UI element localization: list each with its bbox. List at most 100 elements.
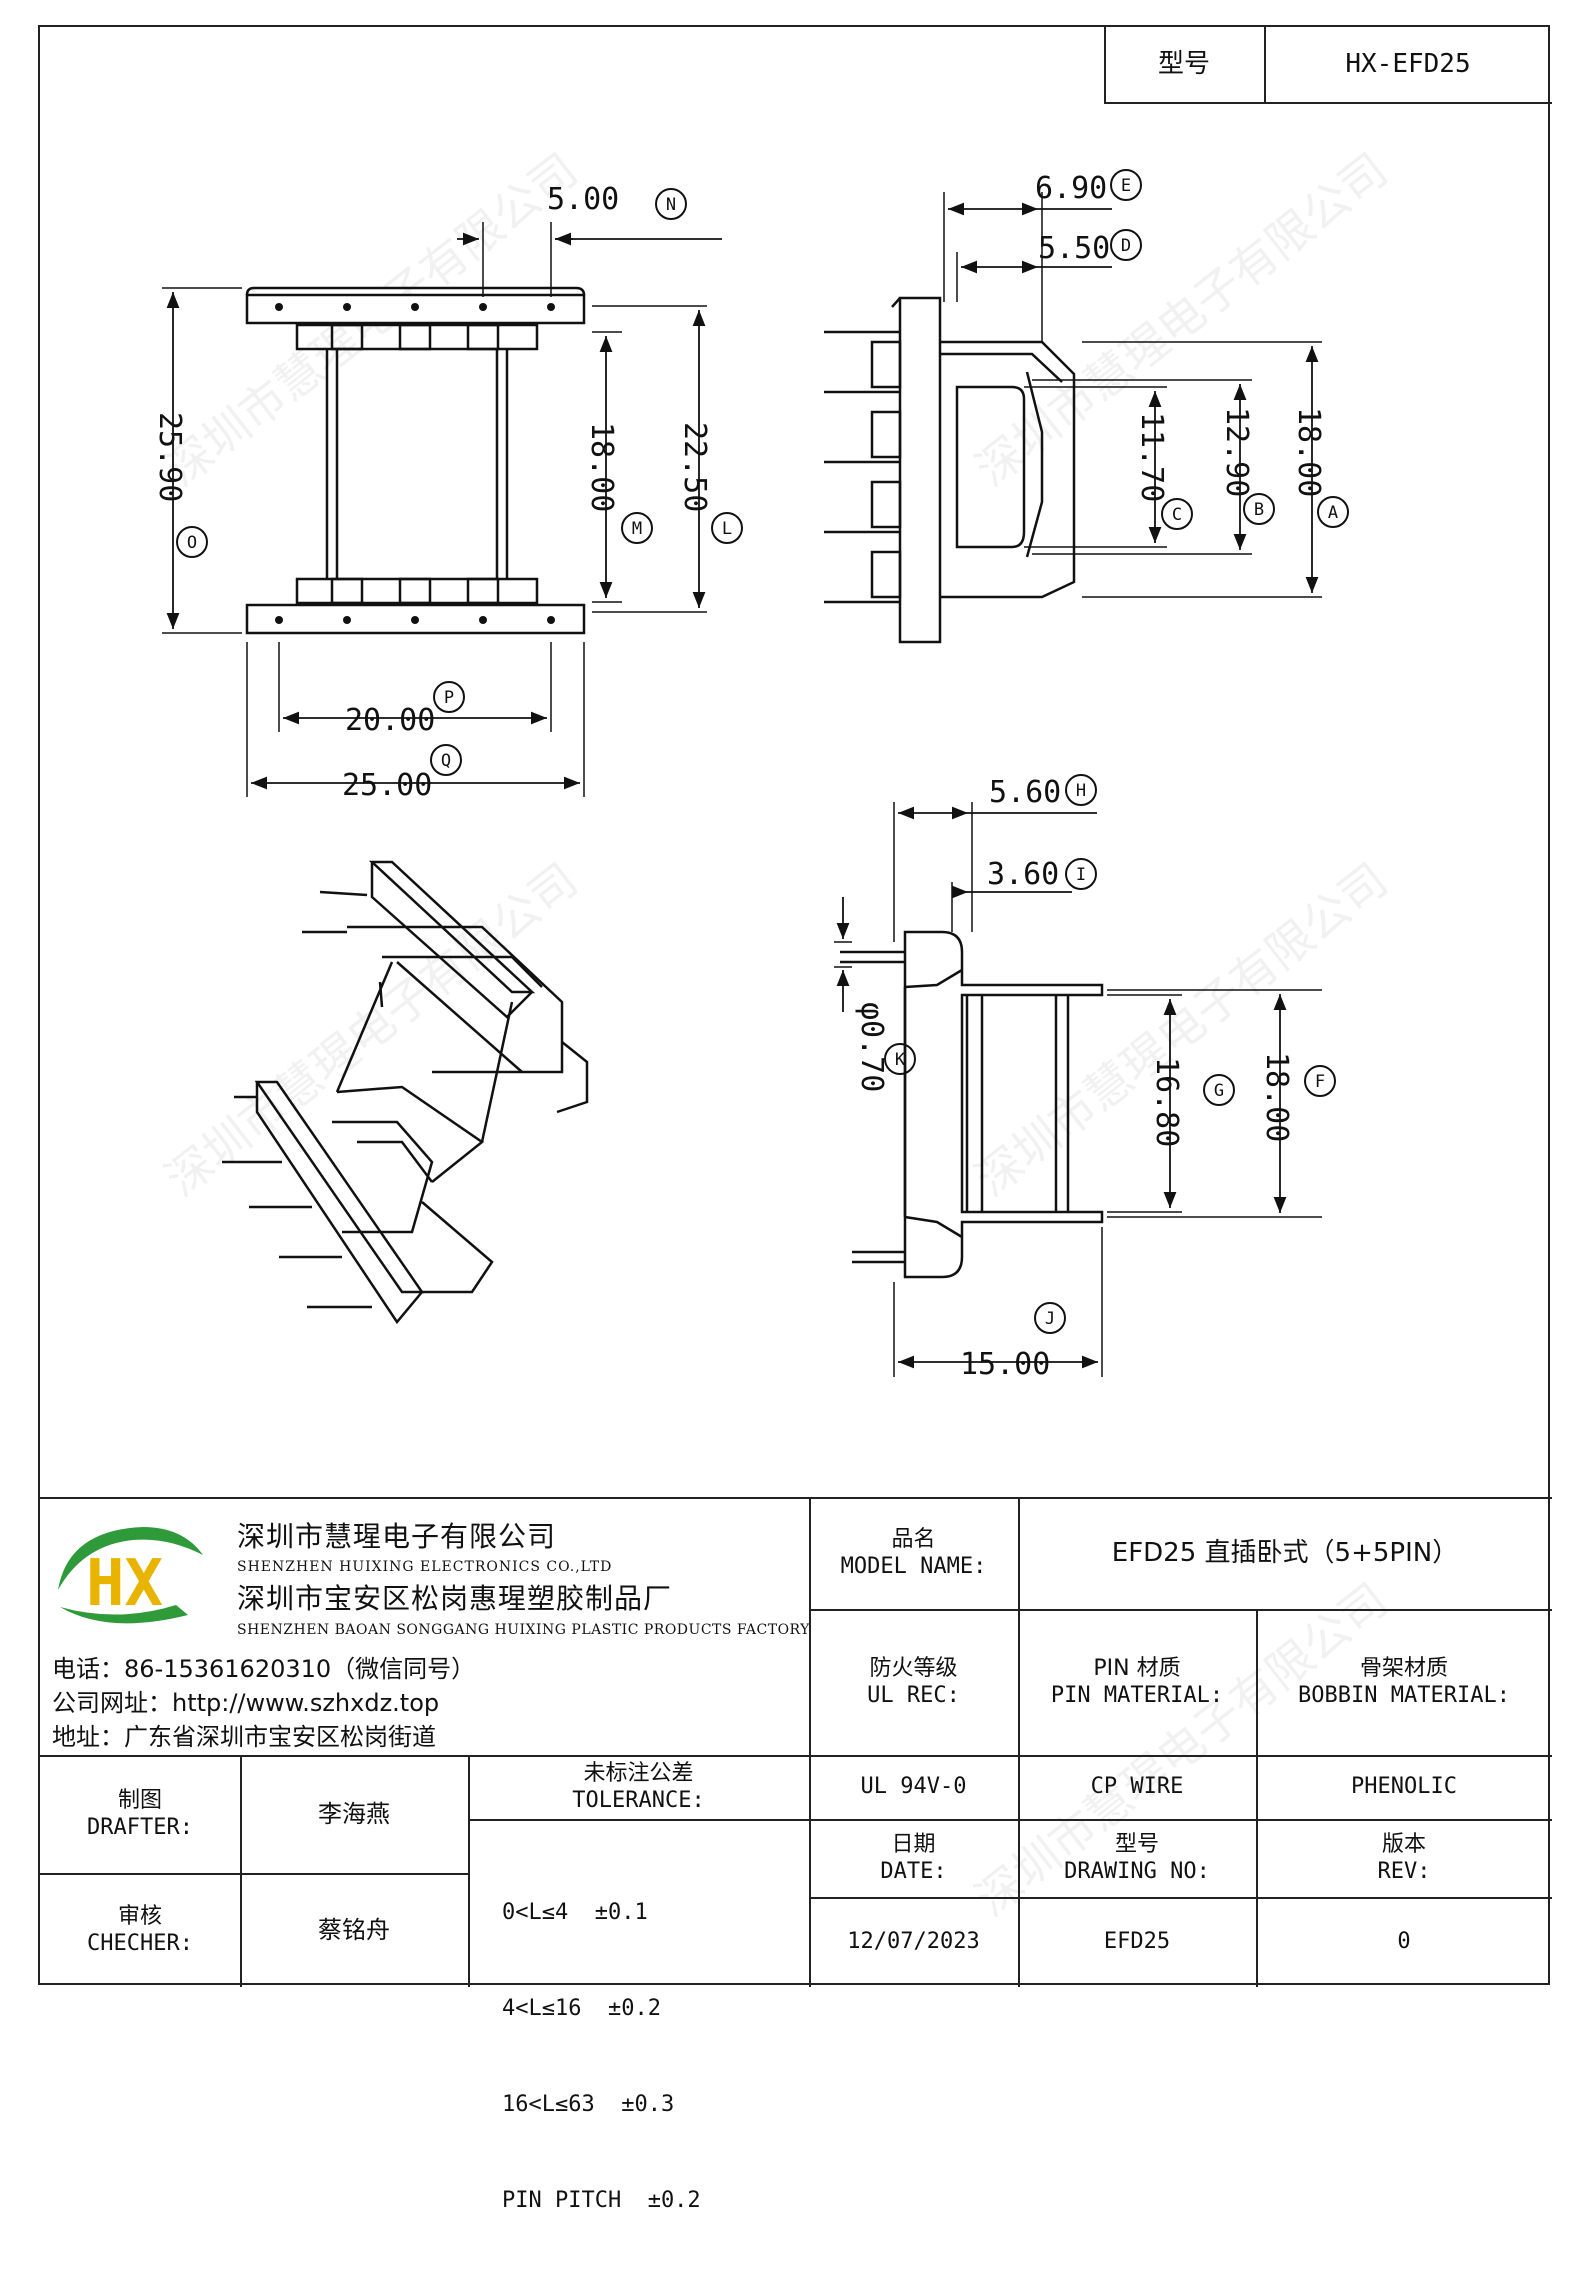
- dim-I-value: 3.60: [987, 857, 1059, 892]
- model-name-label-cn: 品名: [891, 1526, 936, 1552]
- model-name-label: 品名 MODEL NAME:: [809, 1497, 1018, 1609]
- rule: [468, 1755, 470, 1987]
- rule: [1018, 1497, 1020, 1987]
- dim-K-value: φ0.70: [854, 1002, 889, 1092]
- title-block-top-rule: [38, 1497, 1552, 1499]
- checker-name: 蔡铭舟: [318, 1916, 390, 1944]
- dim-H-value: 5.60: [989, 775, 1061, 810]
- dim-N-value: 5.00: [547, 182, 619, 217]
- dim-G-value: 16.80: [1149, 1057, 1184, 1147]
- rule: [468, 1819, 1552, 1821]
- tag-C: C: [1172, 505, 1182, 525]
- model-name-value: EFD25 直插卧式（5+5PIN）: [1111, 1537, 1459, 1568]
- drafter-label: 制图 DRAFTER:: [40, 1755, 240, 1873]
- tag-H: H: [1076, 781, 1086, 801]
- dim-E-value: 6.90: [1035, 171, 1107, 206]
- rule: [240, 1755, 242, 1987]
- drafter-label-en: DRAFTER:: [87, 1815, 193, 1840]
- tag-N: N: [666, 195, 676, 215]
- company-website: 公司网址：http://www.szhxdz.top: [52, 1689, 440, 1717]
- technical-drawing: 5.00 20.00 25.00 25.90 18.00 22.50 6.90 …: [152, 169, 1349, 1382]
- date-label-en: DATE:: [880, 1859, 947, 1884]
- logo-text: HX: [86, 1547, 163, 1621]
- drafter-label-cn: 制图: [117, 1787, 162, 1813]
- tolerance-list: 0<L≤4 ±0.1 4<L≤16 ±0.2 16<L≤63 ±0.3 PIN …: [502, 1833, 701, 2281]
- bobbin-material-label: 骨架材质 BOBBIN MATERIAL:: [1256, 1609, 1552, 1755]
- pin-material-label: PIN 材质 PIN MATERIAL:: [1018, 1609, 1256, 1755]
- dim-L-value: 22.50: [677, 422, 712, 512]
- rule: [809, 1609, 1552, 1611]
- rev-value: 0: [1397, 1929, 1411, 1955]
- rule: [38, 1755, 1552, 1757]
- header-mid-rule: [1264, 25, 1266, 104]
- rev-label-en: REV:: [1377, 1859, 1431, 1884]
- drawing-no-label-cn: 型号: [1114, 1831, 1159, 1857]
- tag-E: E: [1121, 176, 1131, 196]
- checker-label: 审核 CHECHER:: [40, 1873, 240, 1987]
- tag-B: B: [1254, 500, 1264, 520]
- header-left-rule: [1104, 25, 1106, 104]
- ul-label-en: UL REC:: [867, 1683, 960, 1708]
- tolerance-item: 0<L≤4 ±0.1: [502, 1900, 648, 1925]
- company-logo: HX: [58, 1527, 203, 1624]
- tag-G: G: [1214, 1081, 1224, 1101]
- bobbin-material-label-en: BOBBIN MATERIAL:: [1298, 1683, 1510, 1708]
- front-view: [834, 802, 1322, 1377]
- dim-C-value: 11.70: [1134, 412, 1169, 502]
- checker-label-cn: 审核: [117, 1903, 162, 1929]
- pin-material-label-en: PIN MATERIAL:: [1050, 1683, 1224, 1708]
- side-view: [824, 192, 1322, 644]
- rev-label-cn: 版本: [1381, 1831, 1426, 1857]
- tag-F: F: [1315, 1072, 1325, 1092]
- factory-name-cn: 深圳市宝安区松岗惠瑆塑胶制品厂: [237, 1582, 673, 1615]
- tolerance-label-en: TOLERANCE:: [572, 1788, 705, 1813]
- rule: [1256, 1609, 1258, 1987]
- date-value: 12/07/2023: [847, 1929, 980, 1955]
- tolerance-label-cn: 未标注公差: [583, 1760, 694, 1786]
- checker-label-en: CHECHER:: [87, 1931, 193, 1956]
- dim-Q-value: 25.00: [342, 768, 432, 803]
- header-model-value: HX-EFD25: [1345, 49, 1471, 80]
- dim-F-value: 18.00: [1259, 1052, 1294, 1142]
- tag-I: I: [1076, 865, 1086, 885]
- dim-M-value: 18.00: [584, 422, 619, 512]
- drafter-name: 李海燕: [318, 1800, 390, 1828]
- dim-D-value: 5.50: [1038, 231, 1110, 266]
- tag-J: J: [1045, 1309, 1055, 1329]
- rule: [809, 1897, 1552, 1899]
- tolerance-item: 16<L≤63 ±0.3: [502, 2092, 675, 2117]
- dim-A-value: 18.00: [1291, 407, 1326, 497]
- rule: [38, 1873, 468, 1875]
- tag-Q: Q: [441, 751, 451, 771]
- tag-L: L: [722, 519, 732, 539]
- tag-P: P: [444, 688, 454, 708]
- drawing-no-value: EFD25: [1103, 1929, 1171, 1955]
- tag-O: O: [187, 533, 197, 553]
- company-phone: 电话：86-15361620310（微信同号）: [52, 1655, 476, 1683]
- date-label: 日期 DATE:: [809, 1819, 1018, 1897]
- drawing-sheet: 型号 HX-EFD25 深圳市慧瑆电子有限公司 深圳市慧瑆电子有限公司 深圳市慧…: [38, 25, 1552, 2213]
- company-name-cn: 深圳市慧瑆电子有限公司: [237, 1520, 557, 1553]
- pin-material-label-cn: PIN 材质: [1093, 1655, 1181, 1681]
- bobbin-material-label-cn: 骨架材质: [1359, 1655, 1448, 1681]
- tag-K: K: [895, 1050, 906, 1070]
- rev-label: 版本 REV:: [1256, 1819, 1552, 1897]
- tag-D: D: [1121, 236, 1131, 256]
- date-label-cn: 日期: [891, 1831, 936, 1857]
- tag-M: M: [632, 519, 642, 539]
- company-address: 地址：广东省深圳市宝安区松岗街道: [52, 1723, 436, 1751]
- company-name-en: SHENZHEN HUIXING ELECTRONICS CO.,LTD: [237, 1559, 613, 1575]
- tag-A: A: [1328, 503, 1338, 523]
- tolerance-label: 未标注公差 TOLERANCE:: [468, 1755, 809, 1819]
- dim-O-value: 25.90: [152, 412, 187, 502]
- drawing-no-label: 型号 DRAWING NO:: [1018, 1819, 1256, 1897]
- tolerance-item: PIN PITCH ±0.2: [502, 2188, 701, 2213]
- isometric-view: [222, 860, 589, 1325]
- drawing-no-label-en: DRAWING NO:: [1064, 1859, 1210, 1884]
- bobbin-material-value: PHENOLIC: [1351, 1774, 1457, 1800]
- factory-name-en: SHENZHEN BAOAN SONGGANG HUIXING PLASTIC …: [237, 1622, 810, 1638]
- dim-J-value: 15.00: [960, 1347, 1050, 1382]
- pin-material-value: CP WIRE: [1090, 1774, 1184, 1800]
- ul-label-cn: 防火等级: [869, 1655, 958, 1681]
- header-model-label: 型号: [1157, 49, 1210, 80]
